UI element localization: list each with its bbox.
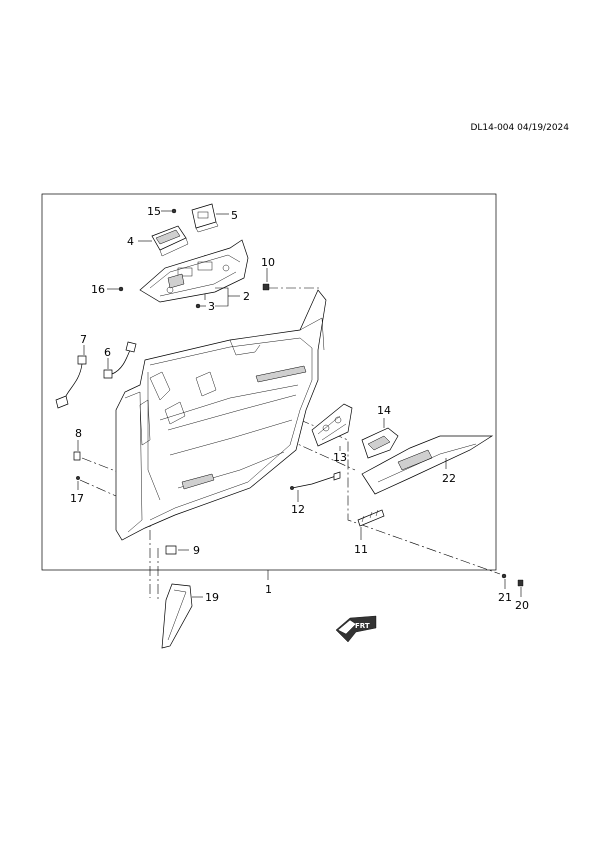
handle-bezel-22 — [361, 435, 494, 495]
handle-bracket-13 — [311, 403, 353, 447]
clip-10 — [262, 283, 270, 291]
callout-1: 1 — [265, 583, 272, 596]
assembly-frame — [41, 193, 497, 571]
callout-9: 9 — [193, 544, 200, 557]
callout-15: 15 — [147, 205, 161, 218]
callout-6: 6 — [104, 346, 111, 359]
callout-8: 8 — [75, 427, 82, 440]
callout-5: 5 — [231, 209, 238, 222]
callout-22: 22 — [442, 472, 456, 485]
callout-2: 2 — [243, 290, 250, 303]
diagram-reference-code: DL14-004 04/19/2024 — [470, 123, 569, 133]
mirror-switch — [191, 203, 219, 233]
screw-16 — [118, 286, 124, 292]
leader-lines — [77, 210, 522, 598]
inside-handle-14 — [361, 427, 399, 459]
lower-bracket-11 — [357, 509, 385, 527]
callout-21: 21 — [498, 591, 512, 604]
callout-10: 10 — [261, 256, 275, 269]
callout-3: 3 — [208, 300, 215, 313]
callout-16: 16 — [91, 283, 105, 296]
clip-8 — [73, 451, 81, 461]
screw-17 — [75, 476, 80, 481]
front-direction-indicator: FRT — [335, 615, 377, 643]
callout-11: 11 — [354, 543, 368, 556]
screw-20 — [517, 579, 524, 587]
clip-9 — [165, 545, 177, 555]
callout-19: 19 — [205, 591, 219, 604]
screw-21 — [501, 573, 507, 579]
lower-pocket-cover-19 — [161, 583, 193, 649]
front-label: FRT — [355, 622, 370, 630]
callout-17: 17 — [70, 492, 84, 505]
screw-3 — [195, 303, 201, 309]
callout-4: 4 — [127, 235, 134, 248]
callout-14: 14 — [377, 404, 391, 417]
screw-15 — [171, 208, 177, 214]
callout-7: 7 — [80, 333, 87, 346]
callouts: 15 5 4 10 16 2 3 7 6 14 8 13 22 17 12 11… — [70, 205, 529, 612]
wiring-harness-6 — [103, 341, 137, 379]
callout-13: 13 — [333, 451, 347, 464]
door-handle-cable — [290, 471, 341, 491]
window-switch-assembly — [151, 225, 189, 257]
door-trim-panel — [115, 289, 327, 541]
callout-12: 12 — [291, 503, 305, 516]
armrest-switch-bracket — [139, 239, 249, 303]
callout-20: 20 — [515, 599, 529, 612]
wiring-harness-7 — [55, 355, 87, 409]
